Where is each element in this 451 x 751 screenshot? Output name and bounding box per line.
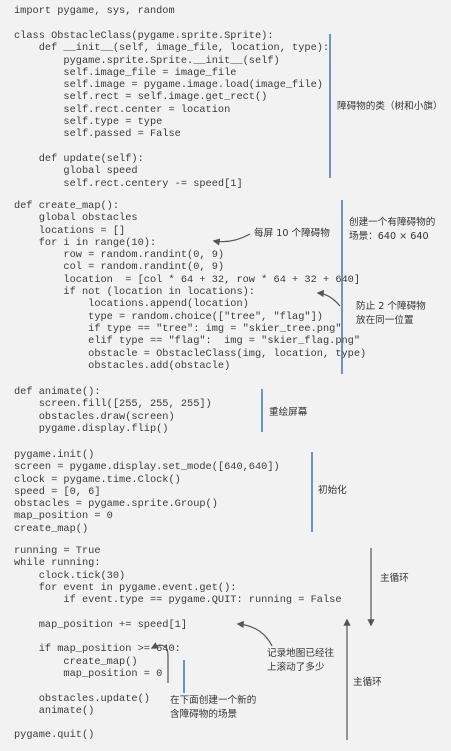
code-block-create-map: def create_map(): global obstacles locat… xyxy=(14,200,366,372)
code-line: screen = pygame.display.set_mode([640,64… xyxy=(14,461,280,474)
code-line: animate() xyxy=(14,704,95,717)
code-line: speed = [0, 6] xyxy=(14,485,101,498)
code-line: global obstacles xyxy=(14,212,138,225)
code-line: pygame.quit() xyxy=(14,729,95,741)
code-line: pygame.sprite.Sprite.__init__(self) xyxy=(14,54,280,67)
code-line: create_map() xyxy=(14,655,138,668)
code-block-init: pygame.init()screen = pygame.display.set… xyxy=(14,449,280,535)
note-main-loop-1: 主循环 xyxy=(380,573,409,584)
note-obstacle-class: 障碍物的类（树和小旗） xyxy=(337,101,443,112)
arrow-new-scene xyxy=(150,642,169,683)
code-line: if not (location in locations): xyxy=(14,286,255,299)
code-line: locations = [] xyxy=(14,224,126,237)
code-line: map_position = 0 xyxy=(14,667,163,680)
code-line: if event.type == pygame.QUIT: running = … xyxy=(14,594,342,607)
code-line: def update(self): xyxy=(14,152,144,165)
note-ten-per-screen: 每屏 10 个障碍物 xyxy=(254,228,330,239)
code-line: def create_map(): xyxy=(14,200,120,212)
code-line: pygame.display.flip() xyxy=(14,422,169,435)
code-line: self.image = pygame.image.load(image_fil… xyxy=(14,79,323,92)
code-line: self.rect.center = location xyxy=(14,103,231,116)
code-line: if map_position >= 640: xyxy=(14,643,181,656)
code-line: obstacle = ObstacleClass(img, location, … xyxy=(14,347,367,360)
code-line: self.rect.centery -= speed[1] xyxy=(14,177,243,190)
code-line: self.type = type xyxy=(14,116,163,129)
code-line: obstacles.update() xyxy=(14,692,150,705)
code-line: screen.fill([255, 255, 255]) xyxy=(14,398,212,411)
code-block-imports: import pygame, sys, random xyxy=(14,5,175,17)
code-line: obstacles.draw(screen) xyxy=(14,410,175,423)
note-main-loop-2: 主循环 xyxy=(353,677,382,688)
code-line: col = random.randint(0, 9) xyxy=(14,261,225,274)
note-create-scene: 创建一个有障碍物的 场景：640 × 640 xyxy=(349,217,436,242)
code-line: while running: xyxy=(14,557,101,570)
code-line: running = True xyxy=(14,545,101,557)
code-line: row = random.randint(0, 9) xyxy=(14,249,225,262)
code-line: locations.append(location) xyxy=(14,298,249,311)
code-block-quit: pygame.quit() xyxy=(14,729,94,741)
arrow-ten-per-screen xyxy=(212,233,251,246)
code-line: pygame.init() xyxy=(14,449,95,461)
code-line: self.rect = self.image.get_rect() xyxy=(14,91,268,104)
code-line: for i in range(10): xyxy=(14,236,157,249)
code-line: create_map() xyxy=(14,522,89,535)
note-new-scene: 在下面创建一个新的 含障碍物的场景 xyxy=(170,695,257,720)
code-line: self.passed = False xyxy=(14,128,181,141)
code-line: obstacles.add(obstacle) xyxy=(14,359,231,372)
code-line: obstacles = pygame.sprite.Group() xyxy=(14,498,218,511)
note-init: 初始化 xyxy=(318,485,347,496)
code-line: if type == "tree": img = "skier_tree.png… xyxy=(14,322,342,335)
code-line: def __init__(self, image_file, location,… xyxy=(14,42,330,55)
code-line: import pygame, sys, random xyxy=(14,5,175,17)
code-line: map_position = 0 xyxy=(14,510,113,523)
code-block-animate: def animate(): screen.fill([255, 255, 25… xyxy=(14,386,212,435)
note-no-overlap: 防止 2 个障碍物 放在同一位置 xyxy=(356,301,426,326)
code-line: type = random.choice(["tree", "flag"]) xyxy=(14,310,323,323)
code-line: elif type == "flag": img = "skier_flag.p… xyxy=(14,335,361,348)
note-track-scroll: 记录地图已经往 上滚动了多少 xyxy=(267,648,335,673)
note-redraw: 重绘屏幕 xyxy=(269,407,308,418)
code-line: clock = pygame.time.Clock() xyxy=(14,473,181,486)
code-line: for event in pygame.event.get(): xyxy=(14,581,237,594)
code-line: self.image_file = image_file xyxy=(14,66,237,79)
code-line: def animate(): xyxy=(14,386,101,398)
code-line: global speed xyxy=(14,165,138,178)
code-line: clock.tick(30) xyxy=(14,569,126,582)
code-block-obstacle-class: class ObstacleClass(pygame.sprite.Sprite… xyxy=(14,30,329,190)
arrow-no-overlap xyxy=(316,289,341,307)
code-line: map_position += speed[1] xyxy=(14,618,188,631)
arrow-track-scroll xyxy=(236,620,273,647)
code-line: class ObstacleClass(pygame.sprite.Sprite… xyxy=(14,30,274,42)
